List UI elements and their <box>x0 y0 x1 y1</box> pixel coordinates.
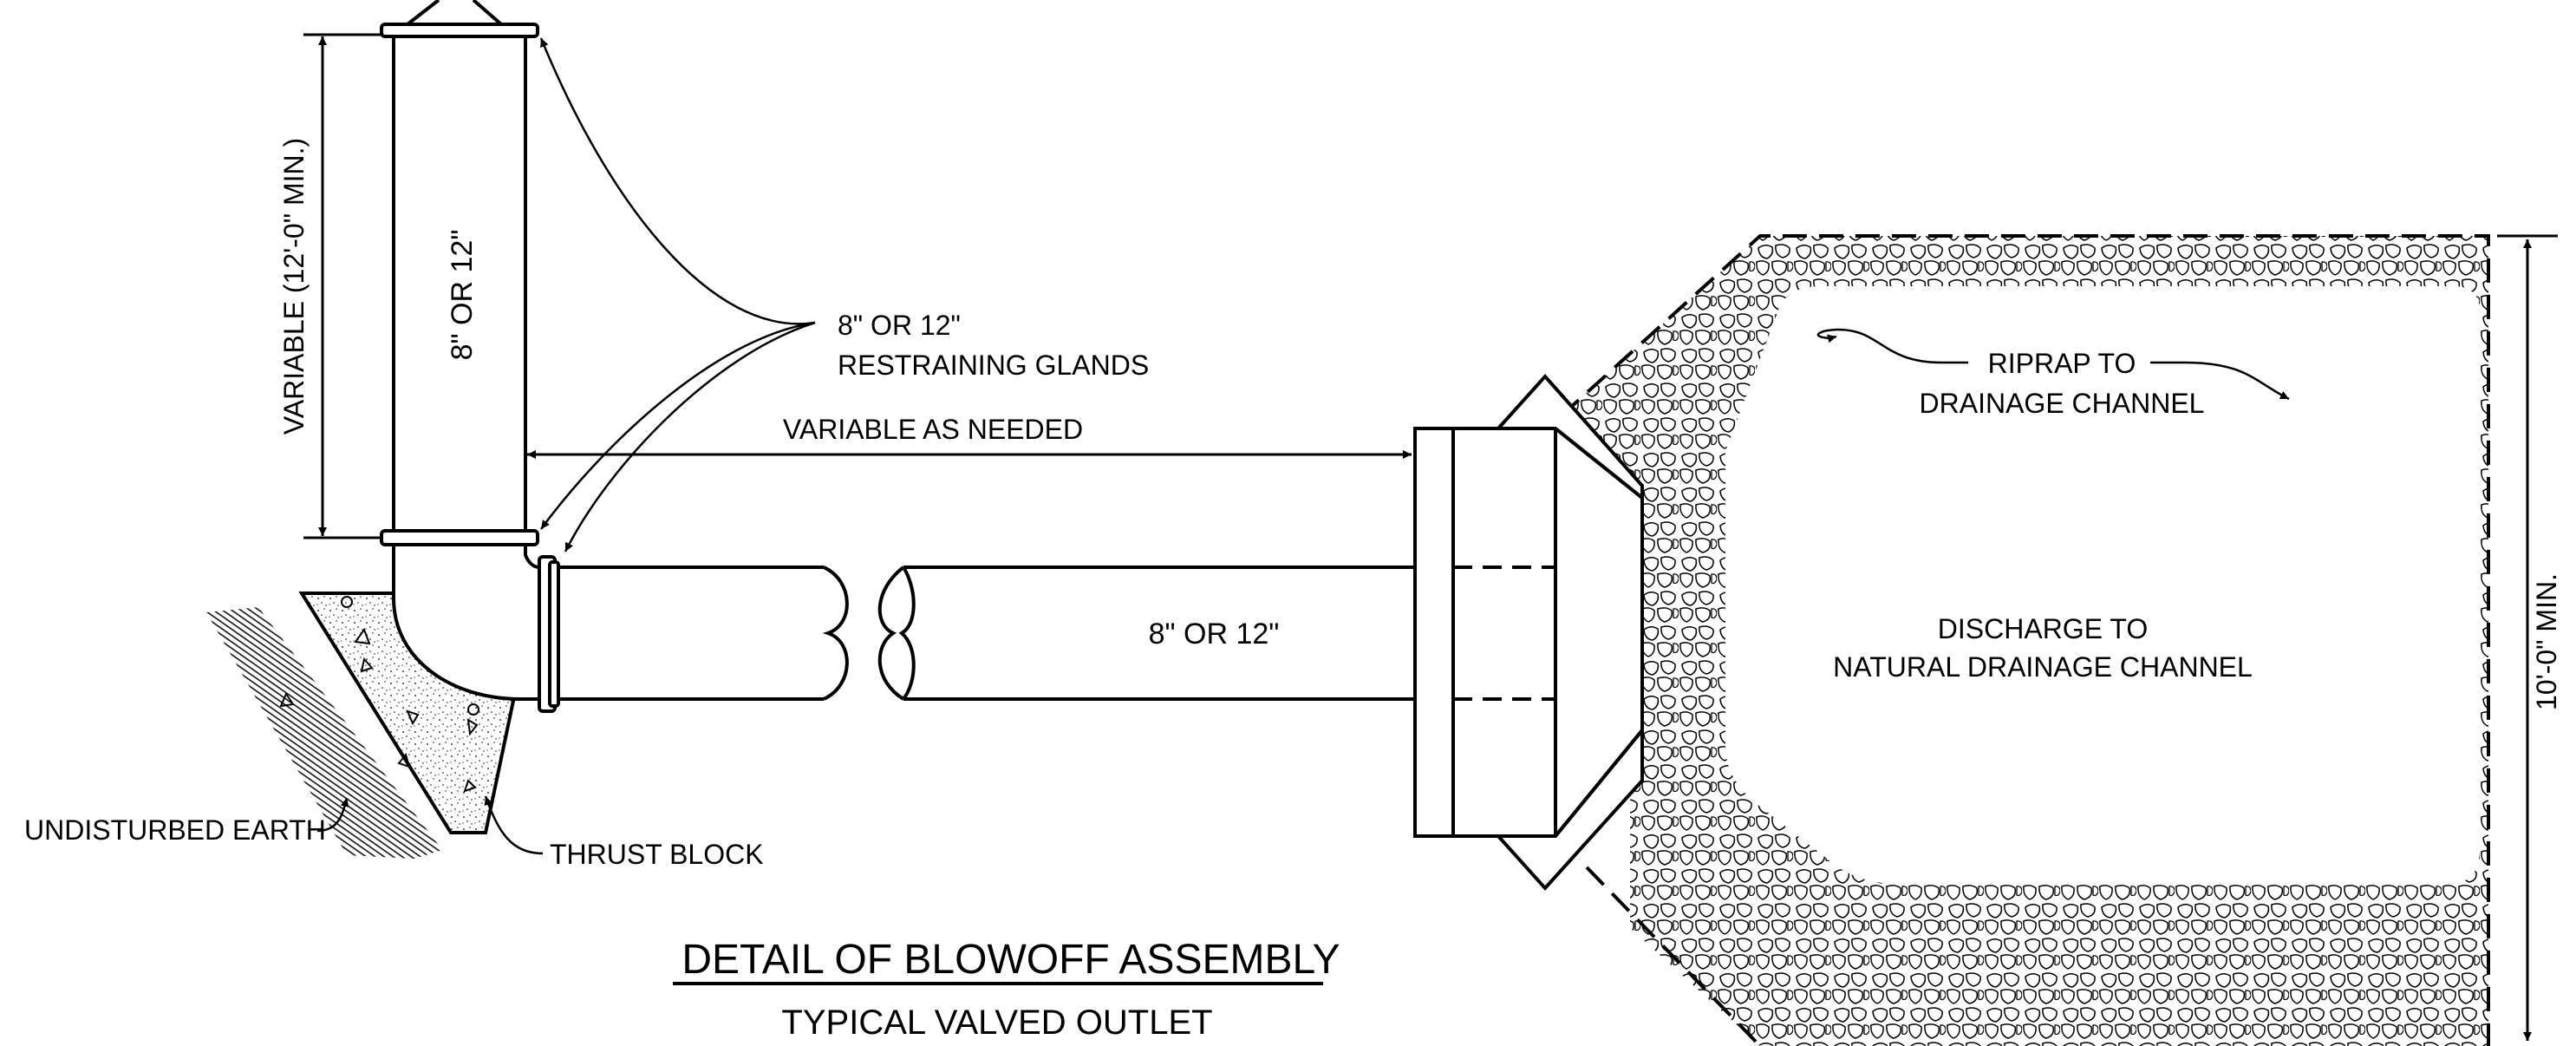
riprap-dashed-outline <box>1559 234 2490 1046</box>
riprap-label-line1: RIPRAP TO <box>1988 348 2136 379</box>
riprap-basin <box>1559 234 2490 1046</box>
glands-label-line2: RESTRAINING GLANDS <box>838 350 1149 381</box>
vertical-dimension <box>303 33 382 539</box>
elbow-fitting <box>392 546 540 701</box>
drawing-title: DETAIL OF BLOWOFF ASSEMBLY <box>681 937 1340 983</box>
horizontal-gland <box>538 555 560 713</box>
min-width-label: 10'-0" MIN. <box>2531 573 2562 710</box>
headwall-structure <box>1413 374 1644 891</box>
undisturbed-earth-label: UNDISTURBED EARTH <box>24 814 326 846</box>
horizontal-pipe <box>553 565 1415 701</box>
variable-height-label: VARIABLE (12'-0" MIN.) <box>278 138 310 435</box>
drawing-subtitle: TYPICAL VALVED OUTLET <box>781 1004 1212 1042</box>
discharge-label-line2: NATURAL DRAINAGE CHANNEL <box>1833 651 2253 683</box>
leaders <box>316 37 2290 855</box>
variable-as-needed-label: VARIABLE AS NEEDED <box>783 414 1083 445</box>
riser-size-label: 8" OR 12" <box>446 230 479 361</box>
undisturbed-earth-hatch <box>206 607 442 859</box>
riprap-label-line2: DRAINAGE CHANNEL <box>1920 388 2205 419</box>
vertical-riser <box>380 0 539 546</box>
horizontal-pipe-size-label: 8" OR 12" <box>1149 618 1280 650</box>
discharge-label-line1: DISCHARGE TO <box>1938 613 2148 644</box>
basin-width-dimension <box>2497 234 2558 1041</box>
thrust-block-label: THRUST BLOCK <box>550 839 764 870</box>
thrust-block-aggregate <box>279 596 479 793</box>
discharge-area <box>1725 286 2480 885</box>
glands-label-line1: 8" OR 12" <box>838 310 961 341</box>
